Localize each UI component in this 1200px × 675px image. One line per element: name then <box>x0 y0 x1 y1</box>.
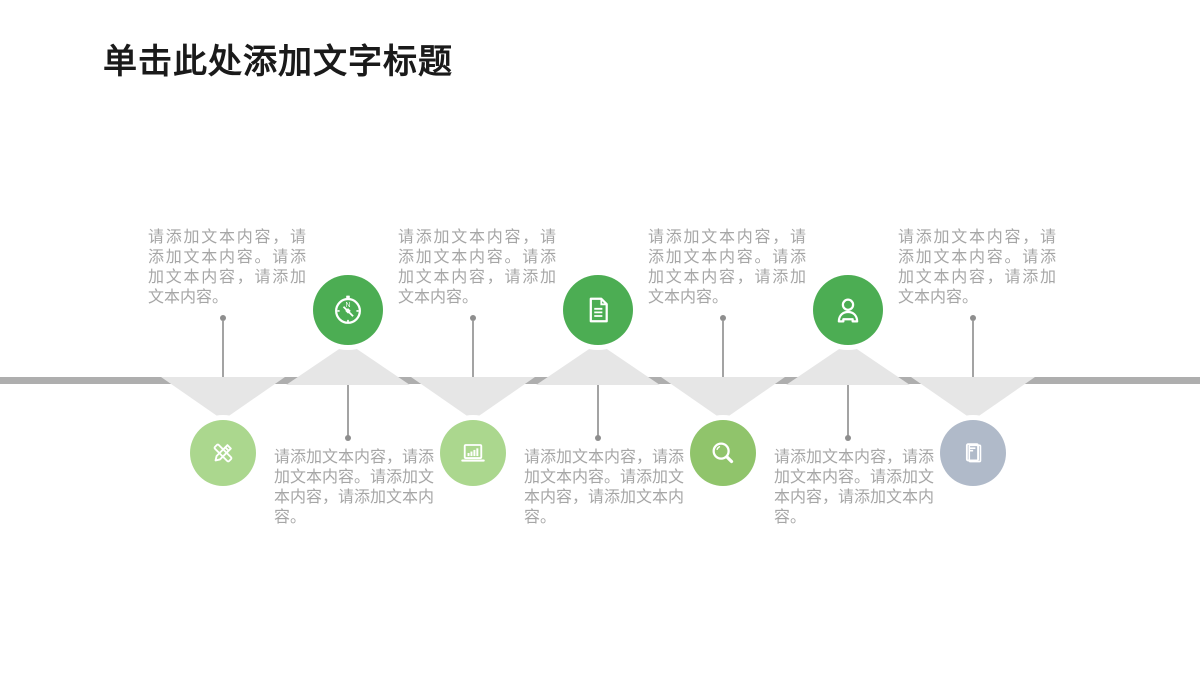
node-circle[interactable] <box>940 420 1006 486</box>
zigzag-triangle <box>661 377 785 420</box>
zigzag-triangle <box>286 343 410 385</box>
book-icon <box>957 437 989 469</box>
placeholder-text[interactable]: 请添加文本内容，请添加文本内容。请添加文本内容，请添加文本内容。 <box>524 449 685 526</box>
node-circle[interactable] <box>190 420 256 486</box>
svg-text:N: N <box>346 302 351 309</box>
pencil-ruler-icon <box>207 437 239 469</box>
node-circle[interactable] <box>813 275 883 345</box>
laptop-chart-icon <box>457 437 489 469</box>
placeholder-text[interactable]: 请添加文本内容，请添加文本内容。请添加文本内容，请添加文本内容。 <box>274 449 435 526</box>
connector-dot <box>845 435 851 441</box>
magnifier-icon <box>707 437 739 469</box>
connector-line <box>222 321 224 377</box>
placeholder-text[interactable]: 请添加文本内容，请添加文本内容。请添加文本内容，请添加文本内容。 <box>648 229 806 306</box>
zigzag-triangle <box>411 377 535 420</box>
connector-line <box>972 321 974 377</box>
zigzag-triangle <box>536 343 660 385</box>
connector-dot <box>595 435 601 441</box>
placeholder-text[interactable]: 请添加文本内容，请添加文本内容。请添加文本内容，请添加文本内容。 <box>398 229 556 306</box>
connector-line <box>847 385 849 436</box>
zigzag-triangle <box>786 343 910 385</box>
user-icon <box>830 292 866 328</box>
placeholder-text[interactable]: 请添加文本内容，请添加文本内容。请添加文本内容，请添加文本内容。 <box>774 449 935 526</box>
connector-dot <box>345 435 351 441</box>
connector-dot <box>470 315 476 321</box>
connector-dot <box>720 315 726 321</box>
connector-dot <box>970 315 976 321</box>
zigzag-triangle <box>911 377 1035 420</box>
connector-line <box>472 321 474 377</box>
node-circle[interactable] <box>440 420 506 486</box>
placeholder-text[interactable]: 请添加文本内容，请添加文本内容。请添加文本内容，请添加文本内容。 <box>148 229 306 306</box>
document-icon <box>580 292 616 328</box>
slide-title[interactable]: 单击此处添加文字标题 <box>103 43 453 81</box>
compass-icon: N <box>330 292 366 328</box>
connector-dot <box>220 315 226 321</box>
connector-line <box>347 385 349 436</box>
node-circle[interactable] <box>690 420 756 486</box>
connector-line <box>597 385 599 436</box>
placeholder-text[interactable]: 请添加文本内容，请添加文本内容。请添加文本内容，请添加文本内容。 <box>898 229 1056 306</box>
node-circle[interactable]: N <box>313 275 383 345</box>
connector-line <box>722 321 724 377</box>
zigzag-triangle <box>161 377 285 420</box>
node-circle[interactable] <box>563 275 633 345</box>
